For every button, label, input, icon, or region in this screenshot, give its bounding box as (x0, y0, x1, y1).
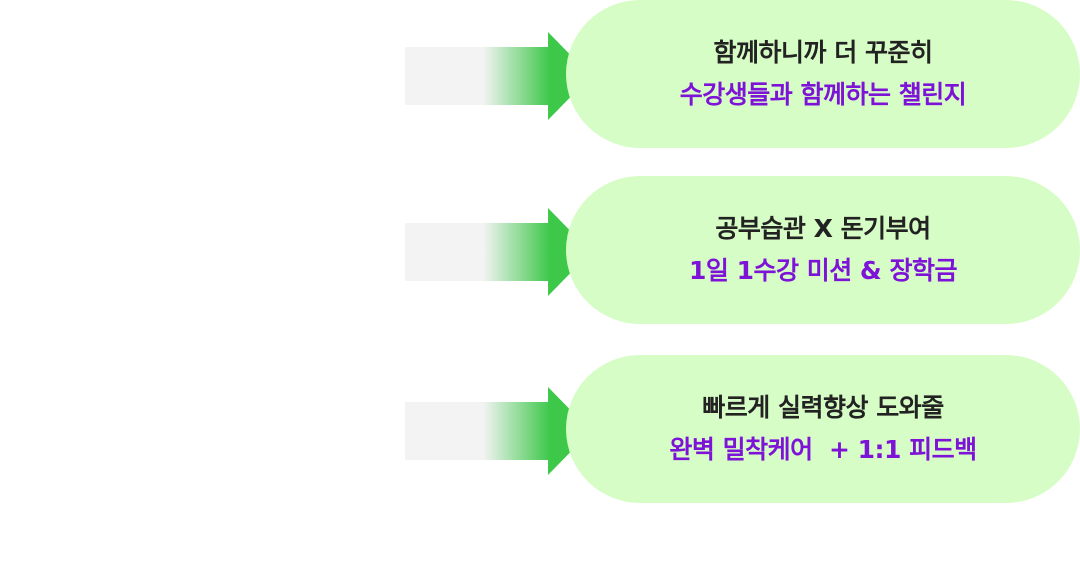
benefit-row-2: 공부습관 X 돈기부여 1일 1수강 미션 & 장학금 (0, 176, 1080, 324)
benefit-title: 빠르게 실력향상 도와줄 (702, 393, 944, 422)
arrow-right-icon (405, 208, 591, 296)
arrow-right-icon (405, 387, 591, 475)
benefit-row-1: 함께하니까 더 꾸준히 수강생들과 함께하는 챌린지 (0, 0, 1080, 148)
benefit-pill: 공부습관 X 돈기부여 1일 1수강 미션 & 장학금 (566, 176, 1080, 324)
benefit-pill: 함께하니까 더 꾸준히 수강생들과 함께하는 챌린지 (566, 0, 1080, 148)
arrow-right-icon (405, 32, 591, 120)
benefit-pill: 빠르게 실력향상 도와줄 완벽 밀착케어 + 1:1 피드백 (566, 355, 1080, 503)
benefit-highlight: 완벽 밀착케어 + 1:1 피드백 (669, 435, 977, 464)
benefit-row-3: 빠르게 실력향상 도와줄 완벽 밀착케어 + 1:1 피드백 (0, 355, 1080, 503)
benefit-title: 함께하니까 더 꾸준히 (713, 38, 933, 67)
benefit-title: 공부습관 X 돈기부여 (715, 214, 931, 243)
benefit-highlight: 수강생들과 함께하는 챌린지 (679, 80, 967, 109)
benefit-highlight: 1일 1수강 미션 & 장학금 (689, 256, 957, 285)
